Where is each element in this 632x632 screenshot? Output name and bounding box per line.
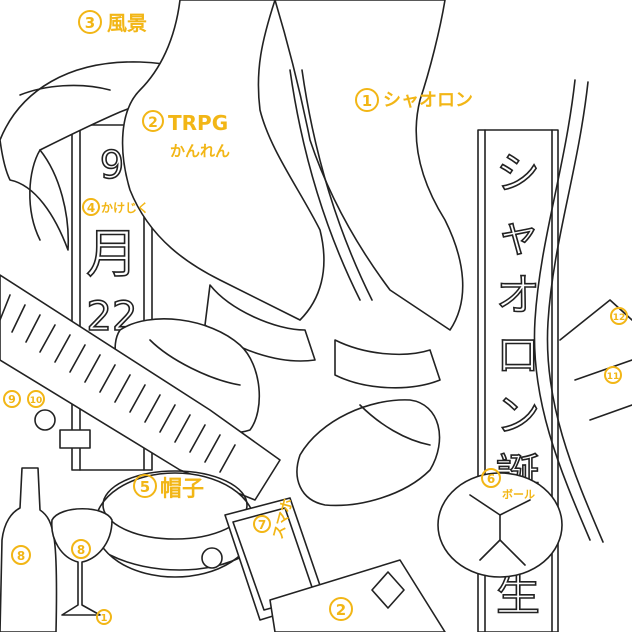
annotation-shaoron-num: 1 <box>362 92 372 110</box>
annotation-glass-num: 8 <box>77 543 85 557</box>
keyboard-instrument <box>0 274 281 501</box>
character-legs <box>121 0 464 389</box>
scroll-right-char-3: オ <box>496 270 540 321</box>
annotation-trpg-line1: TRPG <box>168 111 228 135</box>
annotation-bottom-item-num: 2 <box>336 601 346 619</box>
wine-glass-object <box>51 508 113 616</box>
annotation-left-10-num: 10 <box>30 396 43 406</box>
annotation-trpg-num: 2 <box>148 115 158 131</box>
ball-object <box>437 472 563 578</box>
annotation-right-11-num: 11 <box>607 372 620 382</box>
scroll-left-char-2: 月 <box>86 225 138 285</box>
annotation-ball: 6 ボール <box>481 468 535 501</box>
annotation-right-11: 11 <box>604 366 622 384</box>
annotation-ball-text: ボール <box>502 487 535 501</box>
annotation-hanging-scroll-text: かけじく <box>101 201 149 215</box>
scroll-right-char-4: ロ <box>496 330 540 381</box>
annotation-left-9-num: 9 <box>8 393 16 406</box>
scroll-right-char-5: ン <box>496 390 540 441</box>
annotation-hat: 5 帽子 <box>133 474 204 502</box>
annotation-bottle: 8 <box>11 545 31 565</box>
annotation-left-9: 9 <box>3 390 21 408</box>
scroll-right-char-1: シ <box>496 148 540 199</box>
annotation-trpg: 2 TRPG かんれん <box>142 110 230 160</box>
annotation-smartphone-num: 7 <box>258 518 266 532</box>
annotation-trpg-line2: かんれん <box>170 142 230 160</box>
annotation-hat-text: 帽子 <box>160 477 204 502</box>
bottom-box-object <box>269 559 446 632</box>
annotation-right-12-num: 12 <box>613 313 626 323</box>
scroll-right-char-7: 生 <box>496 570 540 621</box>
annotation-bottom-item: 2 <box>329 597 353 621</box>
annotation-shaoron-text: シャオロン <box>383 90 473 111</box>
annotation-shaoron: 1 シャオロン <box>355 88 473 112</box>
annotation-glass: 8 <box>71 539 91 559</box>
scarf-drape <box>0 61 216 251</box>
annotation-bottom-small-num: 1 <box>101 613 108 624</box>
annotation-left-10: 10 <box>27 390 45 408</box>
scroll-left-char-1: 9 <box>100 143 124 187</box>
annotation-scenery-text: 風景 <box>107 11 147 35</box>
right-frame-object <box>559 299 632 421</box>
scroll-right-char-2: ャ <box>496 210 540 261</box>
annotation-bottle-num: 8 <box>17 549 25 563</box>
annotation-scenery-num: 3 <box>85 14 95 32</box>
annotation-hat-num: 5 <box>140 478 150 496</box>
tail-cord <box>533 79 604 543</box>
annotation-hanging-scroll: 4 かけじく <box>82 198 149 216</box>
annotation-bottom-small: 1 <box>96 609 112 625</box>
annotation-right-12: 12 <box>610 307 628 325</box>
annotation-ball-num: 6 <box>487 472 495 486</box>
annotation-hanging-scroll-num: 4 <box>87 201 95 215</box>
annotation-scenery: 3 風景 <box>78 10 147 35</box>
shoe-right <box>296 399 441 507</box>
